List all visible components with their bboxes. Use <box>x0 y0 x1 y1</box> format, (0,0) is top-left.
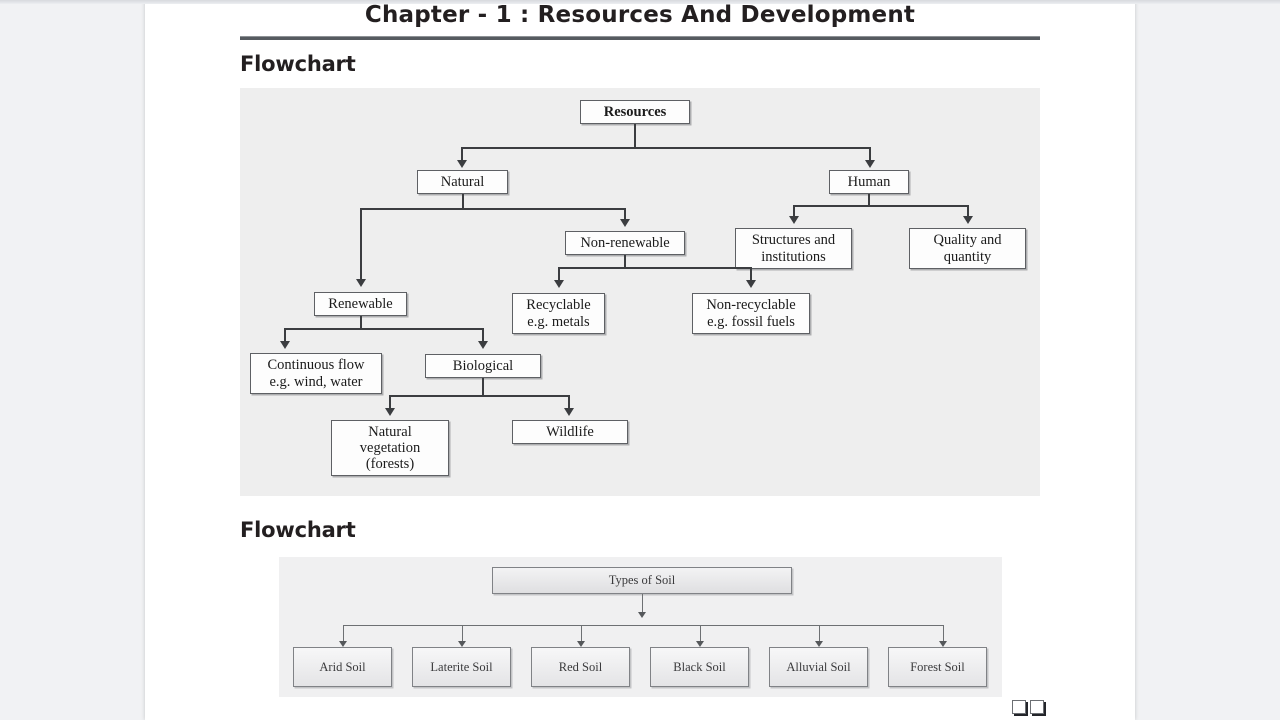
connector-to-forest-soil <box>943 625 944 644</box>
connector-human-bus <box>793 205 968 207</box>
arrow-to-structures <box>789 216 799 224</box>
page-square-icon[interactable] <box>1030 700 1044 714</box>
page-square-icon[interactable] <box>1012 700 1026 714</box>
connector-natural-bus <box>360 208 626 210</box>
connector-to-laterite-soil <box>462 625 463 644</box>
node-continuous-flow[interactable]: Continuous flow e.g. wind, water <box>250 353 382 394</box>
node-natural[interactable]: Natural <box>417 170 508 194</box>
node-resources[interactable]: Resources <box>580 100 690 124</box>
connector-to-arid-soil <box>343 625 344 644</box>
node-laterite-soil[interactable]: Laterite Soil <box>412 647 511 687</box>
node-red-soil[interactable]: Red Soil <box>531 647 630 687</box>
connector-to-non-renewable <box>624 208 626 220</box>
connector-non-renewable-bus <box>558 267 752 269</box>
connector-renewable-bus <box>284 328 484 330</box>
arrow-to-continuous-flow <box>280 341 290 349</box>
connector-to-wildlife <box>568 395 570 408</box>
connector-soil-bus <box>343 625 943 626</box>
title-divider <box>240 36 1040 40</box>
connector-to-black-soil <box>700 625 701 644</box>
node-human[interactable]: Human <box>829 170 909 194</box>
node-wildlife[interactable]: Wildlife <box>512 420 628 444</box>
section-heading-flowchart-1: Flowchart <box>240 52 356 76</box>
arrow-to-red-soil <box>577 641 585 647</box>
node-quality-and-quantity[interactable]: Quality and quantity <box>909 228 1026 269</box>
connector-to-alluvial-soil <box>819 625 820 644</box>
connector-to-quality <box>967 205 969 216</box>
connector-to-red-soil <box>581 625 582 644</box>
connector-to-human <box>869 147 871 161</box>
connector-biological-bus <box>389 395 570 397</box>
node-renewable[interactable]: Renewable <box>314 292 407 316</box>
arrow-to-renewable <box>356 279 366 287</box>
arrow-to-laterite-soil <box>458 641 466 647</box>
arrow-to-natural <box>457 160 467 168</box>
connector-renewable-stem <box>360 316 362 329</box>
connector-to-recyclable <box>558 267 560 280</box>
arrow-to-non-renewable <box>620 219 630 227</box>
connector-to-natural <box>461 147 463 161</box>
arrow-to-human <box>865 160 875 168</box>
arrow-soil-root-stem <box>638 612 646 618</box>
page-title: Chapter - 1 : Resources And Development <box>364 2 916 28</box>
arrow-to-vegetation <box>385 408 395 416</box>
arrow-to-non-recyclable <box>746 280 756 288</box>
node-types-of-soil[interactable]: Types of Soil <box>492 567 792 594</box>
arrow-to-biological <box>478 341 488 349</box>
node-recyclable[interactable]: Recyclable e.g. metals <box>512 293 605 334</box>
flowchart-resources: Resources Natural Human Non-renewable St… <box>240 88 1040 496</box>
arrow-to-quality <box>963 216 973 224</box>
connector-resources-bus <box>461 147 870 149</box>
flowchart-types-of-soil: Types of Soil Arid Soil Laterite Soil Re… <box>279 557 1002 697</box>
connector-non-renewable-stem <box>624 255 626 268</box>
arrow-to-black-soil <box>696 641 704 647</box>
arrow-to-arid-soil <box>339 641 347 647</box>
arrow-to-wildlife <box>564 408 574 416</box>
connector-human-stem <box>868 194 870 206</box>
node-alluvial-soil[interactable]: Alluvial Soil <box>769 647 868 687</box>
page-indicator-group[interactable] <box>1012 700 1044 714</box>
connector-to-structures <box>793 205 795 216</box>
node-natural-vegetation[interactable]: Natural vegetation (forests) <box>331 420 449 476</box>
top-shadow-strip <box>0 0 1280 4</box>
connector-to-renewable <box>360 208 362 280</box>
connector-biological-stem <box>482 378 484 396</box>
connector-to-non-recyclable <box>750 267 752 280</box>
connector-soil-root-stem <box>642 594 643 616</box>
node-structures-and-institutions[interactable]: Structures and institutions <box>735 228 852 269</box>
node-black-soil[interactable]: Black Soil <box>650 647 749 687</box>
connector-to-vegetation <box>389 395 391 408</box>
arrow-to-forest-soil <box>939 641 947 647</box>
arrow-to-recyclable <box>554 280 564 288</box>
node-forest-soil[interactable]: Forest Soil <box>888 647 987 687</box>
connector-to-biological <box>482 328 484 341</box>
section-heading-flowchart-2: Flowchart <box>240 518 356 542</box>
connector-to-continuous-flow <box>284 328 286 341</box>
connector-natural-stem <box>462 194 464 209</box>
node-biological[interactable]: Biological <box>425 354 541 378</box>
node-non-recyclable[interactable]: Non-recyclable e.g. fossil fuels <box>692 293 810 334</box>
node-non-renewable[interactable]: Non-renewable <box>565 231 685 255</box>
node-arid-soil[interactable]: Arid Soil <box>293 647 392 687</box>
connector-resources-stem <box>634 124 636 148</box>
arrow-to-alluvial-soil <box>815 641 823 647</box>
